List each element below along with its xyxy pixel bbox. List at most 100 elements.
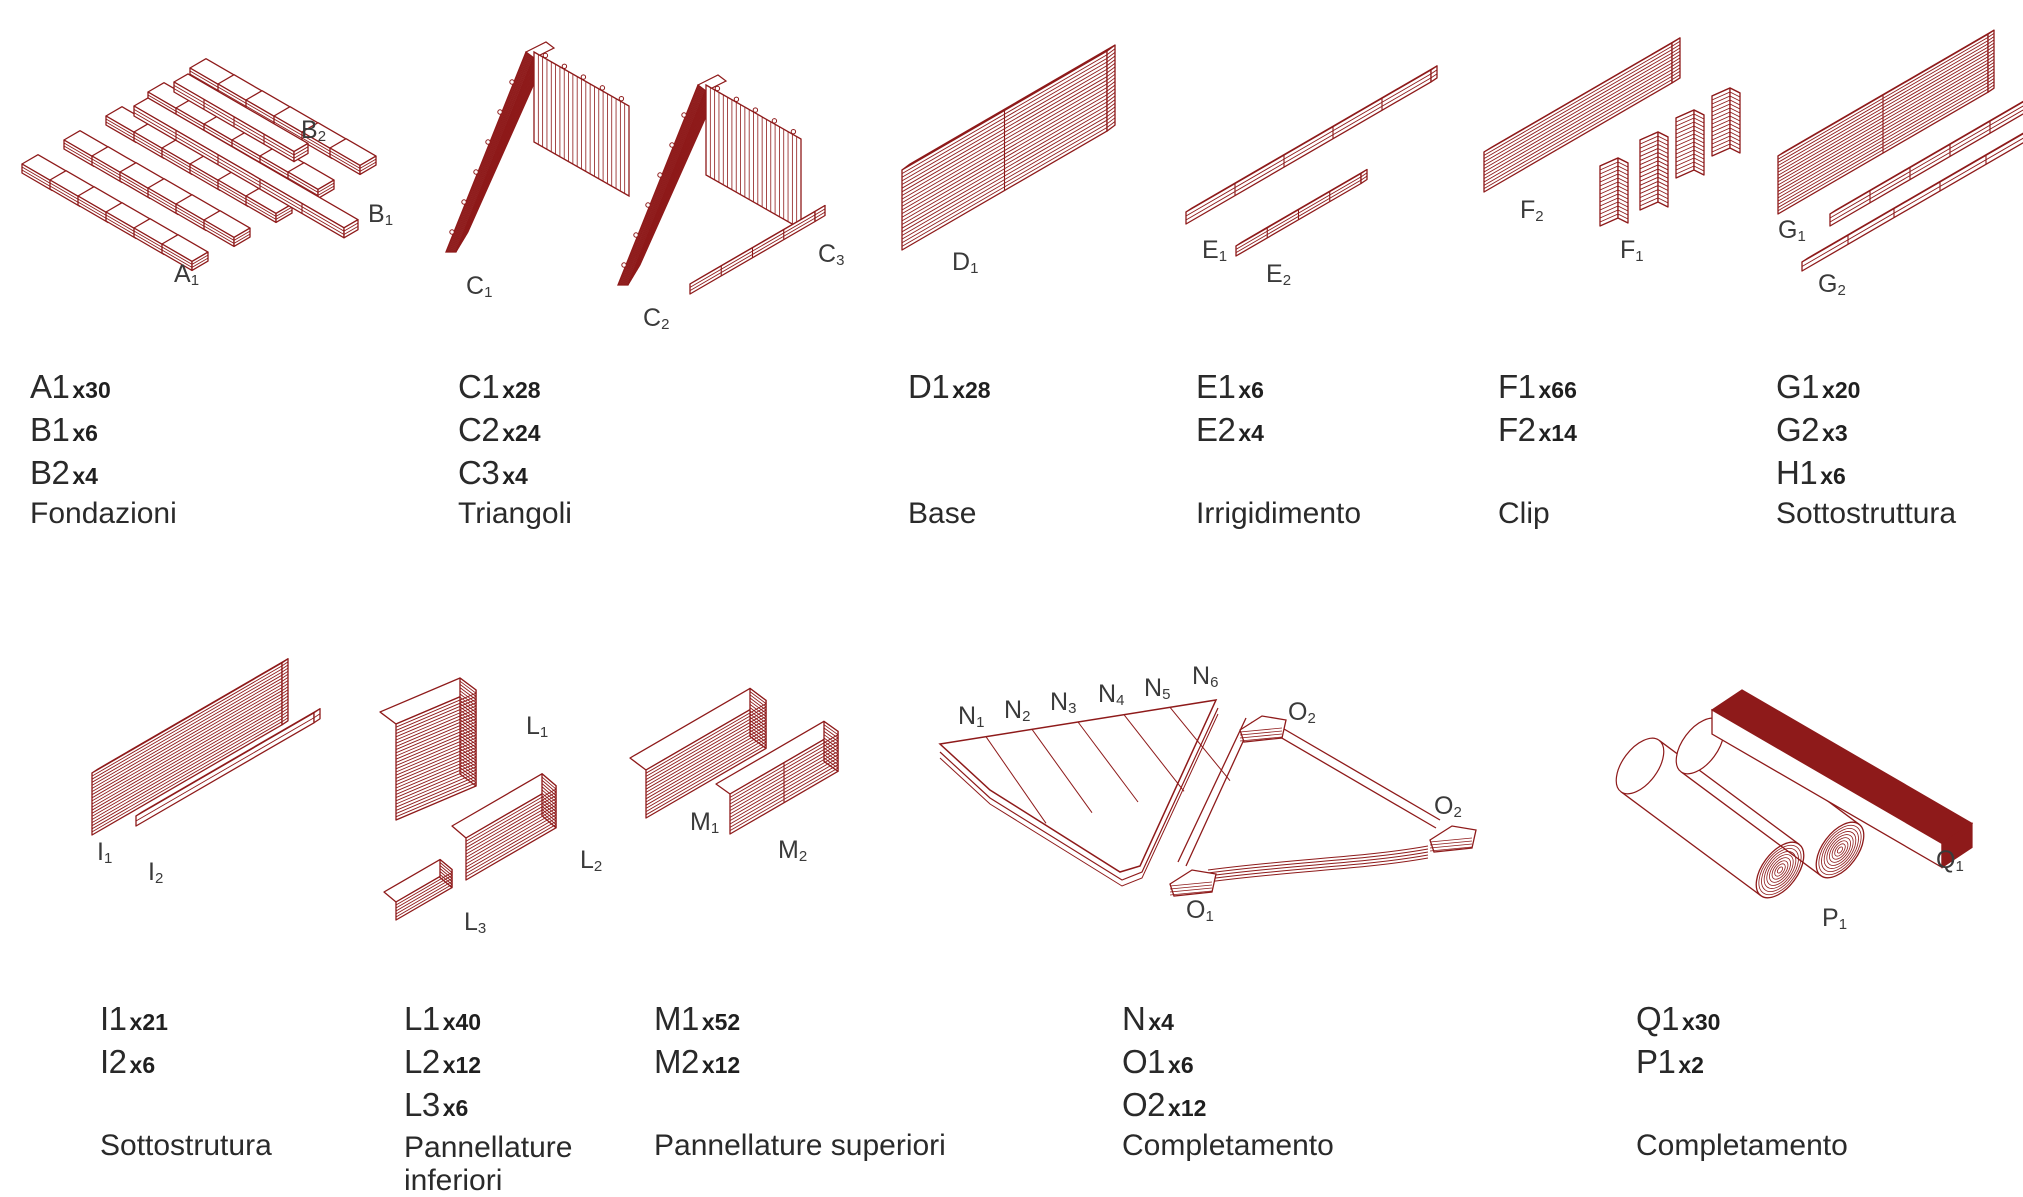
drawing-label: N3 bbox=[1050, 688, 1076, 717]
item-code: G2 bbox=[1776, 411, 1820, 448]
item-code: L2 bbox=[404, 1043, 440, 1080]
item-code: G1 bbox=[1776, 368, 1820, 405]
component-drawings bbox=[21, 29, 2023, 921]
drawing-label: B2 bbox=[301, 116, 326, 145]
part-e-beams bbox=[1185, 65, 1438, 257]
item-code: B2 bbox=[30, 454, 70, 491]
item-code: M2 bbox=[654, 1043, 699, 1080]
drawing-label: B1 bbox=[368, 200, 393, 229]
drawing-label: N5 bbox=[1144, 674, 1170, 703]
drawing-label: N1 bbox=[958, 702, 984, 731]
item-quantity: x28 bbox=[502, 377, 541, 403]
drawing-label: N2 bbox=[1004, 696, 1030, 725]
item-quantity: x4 bbox=[1238, 420, 1264, 446]
item-quantity: x12 bbox=[701, 1052, 741, 1078]
item-code: A1 bbox=[30, 368, 70, 405]
part-c1-triangle bbox=[445, 41, 630, 253]
part-c2-triangle bbox=[617, 74, 802, 286]
drawing-label: Q1 bbox=[1936, 846, 1964, 875]
item-quantity: x4 bbox=[502, 463, 528, 489]
item-quantity: x6 bbox=[1238, 377, 1264, 403]
drawing-label: M1 bbox=[690, 808, 719, 837]
item-code: E2 bbox=[1196, 411, 1236, 448]
drawing-label: O2 bbox=[1288, 698, 1316, 727]
category-label: Pannellature inferiori bbox=[404, 1131, 573, 1197]
item-quantity: x6 bbox=[129, 1052, 156, 1078]
drawing-label: E1 bbox=[1202, 236, 1227, 265]
item-quantity: x14 bbox=[1538, 420, 1577, 446]
drawing-label: I2 bbox=[148, 858, 163, 887]
item-quantity: x66 bbox=[1538, 377, 1577, 403]
drawing-label: G1 bbox=[1778, 216, 1806, 245]
item-code: C2 bbox=[458, 411, 500, 448]
drawing-label: N6 bbox=[1192, 662, 1218, 691]
category-label: Base bbox=[908, 497, 977, 530]
item-code: I1 bbox=[100, 1000, 127, 1037]
drawing-label: D1 bbox=[952, 248, 978, 277]
item-code: H1 bbox=[1776, 454, 1818, 491]
drawing-label: O1 bbox=[1186, 896, 1214, 925]
item-quantity: x6 bbox=[442, 1095, 469, 1121]
drawing-label: G2 bbox=[1818, 270, 1846, 299]
category-label: Sottostrutura bbox=[100, 1129, 272, 1162]
part-b-beams bbox=[133, 73, 359, 239]
drawing-label: I1 bbox=[97, 838, 112, 867]
item-code: D1 bbox=[908, 368, 950, 405]
drawing-label: O2 bbox=[1434, 792, 1462, 821]
item-code: C1 bbox=[458, 368, 500, 405]
drawing-label: M2 bbox=[778, 836, 807, 865]
item-quantity: x2 bbox=[1678, 1052, 1704, 1078]
drawing-label: C1 bbox=[466, 272, 492, 301]
drawing-label: N4 bbox=[1098, 680, 1124, 709]
category-label: Fondazioni bbox=[30, 497, 177, 530]
part-i-panels bbox=[91, 658, 321, 836]
item-code: B1 bbox=[30, 411, 70, 448]
category-label: Completamento bbox=[1636, 1129, 1848, 1162]
category-label: Pannellature superiori bbox=[654, 1129, 946, 1162]
drawing-label: C3 bbox=[818, 240, 844, 269]
part-d1-base bbox=[901, 44, 1116, 251]
item-code: P1 bbox=[1636, 1043, 1676, 1080]
item-quantity: x52 bbox=[701, 1009, 741, 1035]
item-code: O1 bbox=[1122, 1043, 1166, 1080]
drawing-label: L1 bbox=[526, 712, 548, 741]
item-quantity: x40 bbox=[442, 1009, 482, 1035]
item-code: I2 bbox=[100, 1043, 127, 1080]
part-n-panel bbox=[938, 699, 1231, 887]
item-quantity: x20 bbox=[1822, 377, 1861, 403]
item-quantity: x4 bbox=[1148, 1009, 1174, 1035]
part-a1-blocks bbox=[21, 58, 377, 272]
item-quantity: x30 bbox=[72, 377, 111, 403]
part-m-stacks bbox=[629, 687, 839, 835]
item-code: E1 bbox=[1196, 368, 1236, 405]
category-label: Triangoli bbox=[458, 497, 572, 530]
part-q-beam bbox=[1710, 689, 1974, 869]
item-code: N bbox=[1122, 1000, 1146, 1037]
